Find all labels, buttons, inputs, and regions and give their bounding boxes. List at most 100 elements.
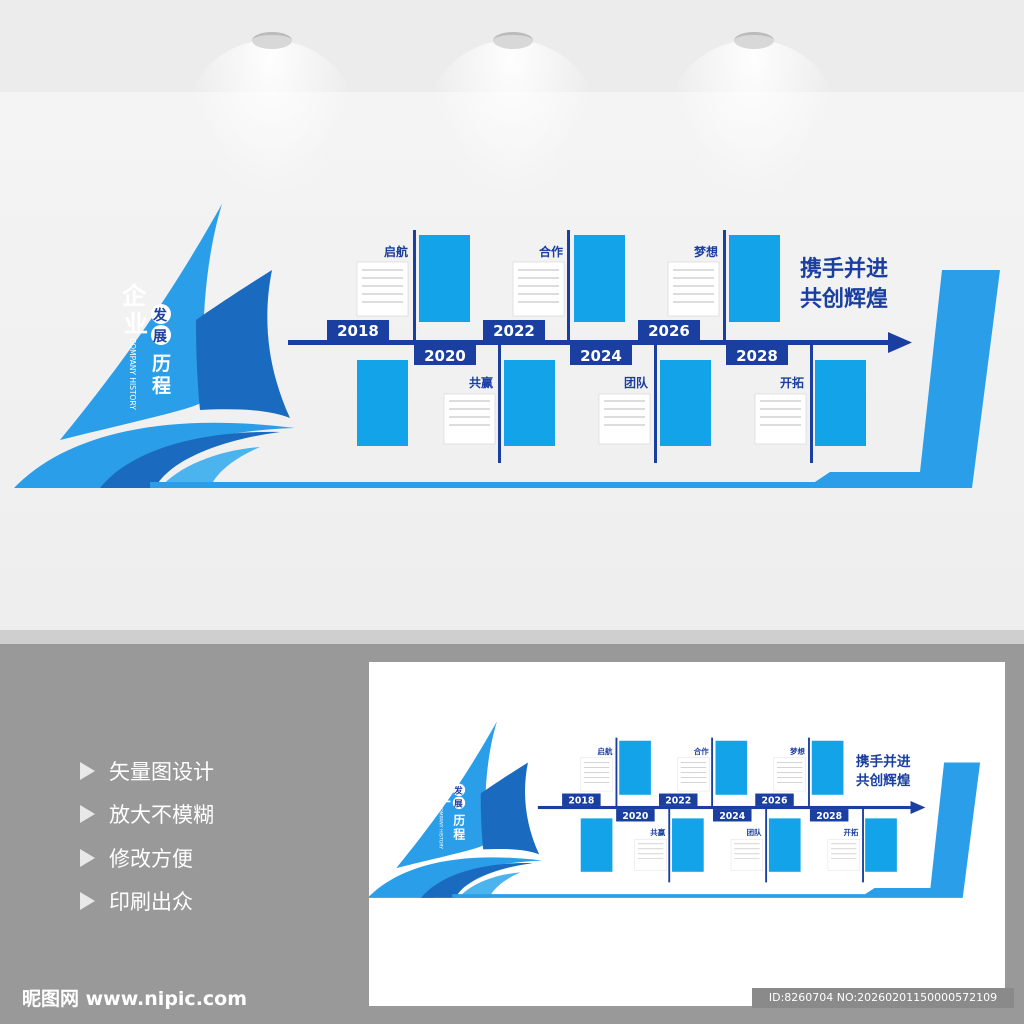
- floor-line: [0, 630, 1024, 644]
- photo-panel: [865, 818, 897, 872]
- feature-item: 矢量图设计: [80, 756, 214, 786]
- year-tag: [726, 345, 788, 365]
- sail-subtitle-en: COMPANY HISTORY: [438, 805, 444, 850]
- milestone-label: 团队: [624, 375, 649, 390]
- milestone-label: 开拓: [780, 375, 804, 390]
- text-card-lines: [583, 762, 857, 860]
- slogan-line2: 共创辉煌: [800, 286, 888, 312]
- year-label: 2018: [337, 322, 379, 340]
- year-tag: [570, 345, 632, 365]
- year-tag: [638, 320, 700, 340]
- photo-panel: [729, 235, 780, 322]
- milestone-label: 合作: [694, 746, 709, 756]
- image-id: ID:8260704 NO:20260201150000572109: [752, 988, 1014, 1008]
- photo-panel: [815, 360, 866, 446]
- sail-title-char: 业: [124, 309, 148, 338]
- axis-arrowhead: [888, 332, 912, 353]
- text-card: [580, 757, 860, 871]
- sail-title-char: 程: [152, 375, 171, 397]
- slogan-line1: 携手并进: [856, 753, 911, 770]
- milestone-label: 共赢: [650, 827, 665, 837]
- sail-title-char: 历: [453, 814, 465, 828]
- photo-panel: [419, 235, 470, 322]
- sail-title-char: 企: [122, 281, 147, 310]
- photo-panel: [715, 740, 748, 795]
- spotlight-glow: [427, 40, 597, 200]
- feature-label: 放大不模糊: [109, 803, 214, 827]
- photo-panel: [357, 360, 408, 446]
- year-label: 2024: [580, 347, 622, 365]
- feature-item: 印刷出众: [80, 886, 193, 916]
- wave-dark: [421, 863, 533, 898]
- ceiling-lamp: [493, 32, 533, 49]
- year-tag: [327, 320, 389, 340]
- feature-label: 印刷出众: [109, 890, 193, 914]
- preview-art: 2018 2020 2022 2024 2026 2028 启航 合作 梦想 共…: [369, 721, 981, 898]
- milestone-label: 梦想: [694, 244, 718, 259]
- main-timeline: 2018 2020 2022 2024 2026 2028 启航 合作 梦想 共…: [14, 204, 1000, 488]
- year-label: 2026: [648, 322, 690, 340]
- site-logo[interactable]: 昵图网 www.nipic.com: [22, 988, 248, 1010]
- year-label: 2018: [568, 795, 594, 806]
- year-tag: [658, 793, 698, 806]
- photo-panel: [574, 235, 625, 322]
- year-label: 2020: [622, 811, 648, 822]
- preview-timeline: 2018 2020 2022 2024 2026 2028 启航 合作 梦想 共…: [369, 721, 981, 898]
- year-tag: [414, 345, 476, 365]
- sail-title-char: 展: [454, 799, 463, 810]
- photo-panel: [811, 740, 844, 795]
- year-label: 2028: [736, 347, 778, 365]
- sail-title-char: 发: [453, 785, 463, 797]
- milestone-label: 团队: [747, 827, 762, 837]
- timeline-wall-art: 2018 2020 2022 2024 2026 2028 启航 合作 梦想 共…: [14, 204, 1000, 488]
- main-sail: [396, 721, 497, 869]
- text-card-lines: [362, 269, 801, 426]
- slogan-line2: 共创辉煌: [856, 772, 911, 789]
- spotlight-glow: [186, 40, 356, 200]
- main-sail: [60, 204, 222, 440]
- year-label: 2028: [816, 811, 842, 822]
- sail-title-char: 展: [153, 329, 167, 345]
- feature-item: 放大不模糊: [80, 799, 214, 829]
- photo-panel: [768, 818, 801, 872]
- axis-line: [288, 340, 893, 345]
- feature-item: 修改方便: [80, 843, 193, 873]
- axis-line: [537, 805, 914, 810]
- photo-panel: [580, 818, 613, 872]
- back-sail: [196, 270, 290, 418]
- spotlight-glow: [668, 40, 838, 200]
- sail-title-char: 发: [152, 307, 168, 324]
- play-triangle-icon: [80, 805, 95, 823]
- milestone-label: 启航: [384, 244, 408, 259]
- ceiling-lamp: [252, 32, 292, 49]
- milestone-label: 合作: [539, 244, 563, 259]
- ceiling-lamp: [734, 32, 774, 49]
- photo-panel: [504, 360, 555, 446]
- year-tag: [562, 793, 601, 806]
- year-label: 2022: [493, 322, 535, 340]
- year-tag: [713, 809, 752, 822]
- milestone-label: 梦想: [790, 746, 805, 756]
- sail-subtitle-en: COMPANY HISTORY: [128, 338, 137, 410]
- sail-title-char: 企: [434, 770, 451, 788]
- photo-panel: [660, 360, 711, 446]
- year-label: 2024: [719, 811, 745, 822]
- flat-preview: 2018 2020 2022 2024 2026 2028 启航 合作 梦想 共…: [369, 662, 1005, 1006]
- feature-label: 矢量图设计: [109, 760, 214, 784]
- play-triangle-icon: [80, 762, 95, 780]
- wave-light: [160, 447, 260, 488]
- back-sail: [480, 762, 540, 855]
- year-tag: [809, 809, 849, 822]
- feature-label: 修改方便: [109, 847, 193, 871]
- play-triangle-icon: [80, 892, 95, 910]
- year-label: 2020: [424, 347, 466, 365]
- play-triangle-icon: [80, 849, 95, 867]
- photo-panel: [672, 818, 704, 872]
- year-tag: [616, 809, 655, 822]
- year-label: 2022: [665, 795, 691, 806]
- wave-light: [458, 872, 521, 898]
- photo-panel: [619, 740, 651, 795]
- milestone-label: 启航: [598, 746, 613, 756]
- sail-title-char: 程: [453, 827, 465, 841]
- text-card: [356, 261, 807, 445]
